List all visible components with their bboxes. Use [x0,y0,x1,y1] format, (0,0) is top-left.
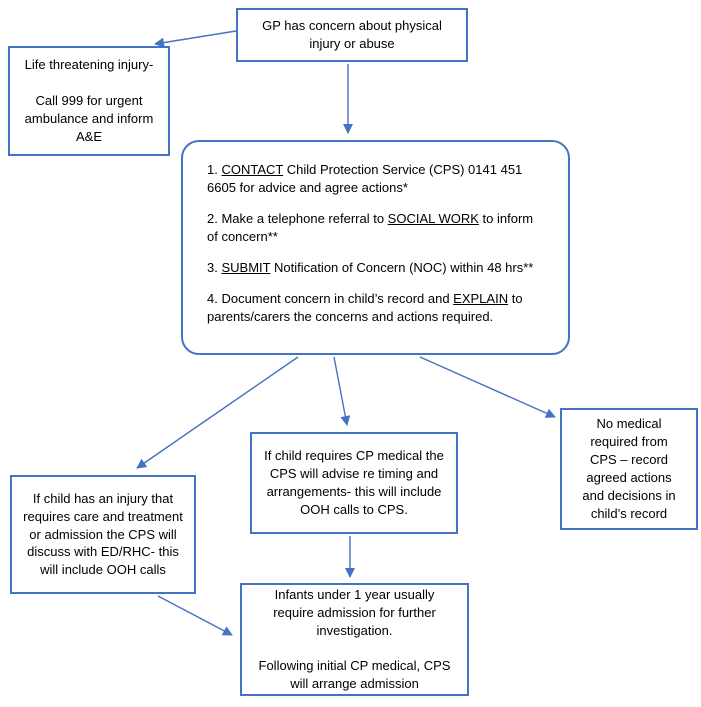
action-step-1: 1. CONTACT Child Protection Service (CPS… [207,161,544,197]
step-1-keyword: CONTACT [221,162,284,177]
arrow-actions-to-no-medical [419,356,556,418]
cp-medical-text: If child requires CP medical the CPS wil… [264,448,444,517]
action-step-2: 2. Make a telephone referral to SOCIAL W… [207,210,544,246]
node-injury-admission: If child has an injury that requires car… [10,475,196,594]
step-2-prefix: 2. Make a telephone referral to [207,210,388,226]
arrow-actions-to-cp-medical [333,356,351,426]
node-no-medical: No medical required from CPS – record ag… [560,408,698,530]
infants-line1: Infants under 1 year usually require adm… [273,586,436,638]
node-infants-admission: Infants under 1 year usually require adm… [240,583,469,696]
node-cp-medical: If child requires CP medical the CPS wil… [250,432,458,534]
node-gp-concern: GP has concern about physical injury or … [236,8,468,62]
life-threatening-line1: Life threatening injury- [24,57,154,73]
step-3-suffix: Notification of Concern (NOC) within 48 … [270,259,534,275]
infants-line2: Following initial CP medical, CPS will a… [258,658,451,692]
step-4-prefix: 4. Document concern in child’s record an… [207,290,454,306]
step-1-prefix: 1. [207,162,222,177]
step-1-suffix: Child Protection Service (CPS) 0141 451 … [207,162,523,195]
step-2-suffix: to inform of concern** [207,210,534,244]
injury-admission-text: If child has an injury that requires car… [23,490,183,578]
action-step-3: 3. SUBMIT Notification of Concern (NOC) … [207,259,544,277]
node-action-steps: 1. CONTACT Child Protection Service (CPS… [181,140,570,355]
no-medical-text: No medical required from CPS – record ag… [582,416,676,521]
step-2-keyword: SOCIAL WORK [387,210,479,226]
step-3-keyword: SUBMIT [221,259,271,275]
arrow-gp-to-life-threatening [154,30,237,48]
life-threatening-line2: Call 999 for urgent ambulance and inform… [24,93,154,144]
step-4-keyword: EXPLAIN [453,290,509,306]
action-step-4: 4. Document concern in child’s record an… [207,290,544,326]
step-3-prefix: 3. [207,259,222,275]
gp-concern-text: GP has concern about physical injury or … [262,18,442,51]
arrow-injury-to-infants [157,595,233,636]
step-4-suffix: to parents/carers the concerns and actio… [207,290,523,324]
node-life-threatening: Life threatening injury- Call 999 for ur… [8,46,170,156]
